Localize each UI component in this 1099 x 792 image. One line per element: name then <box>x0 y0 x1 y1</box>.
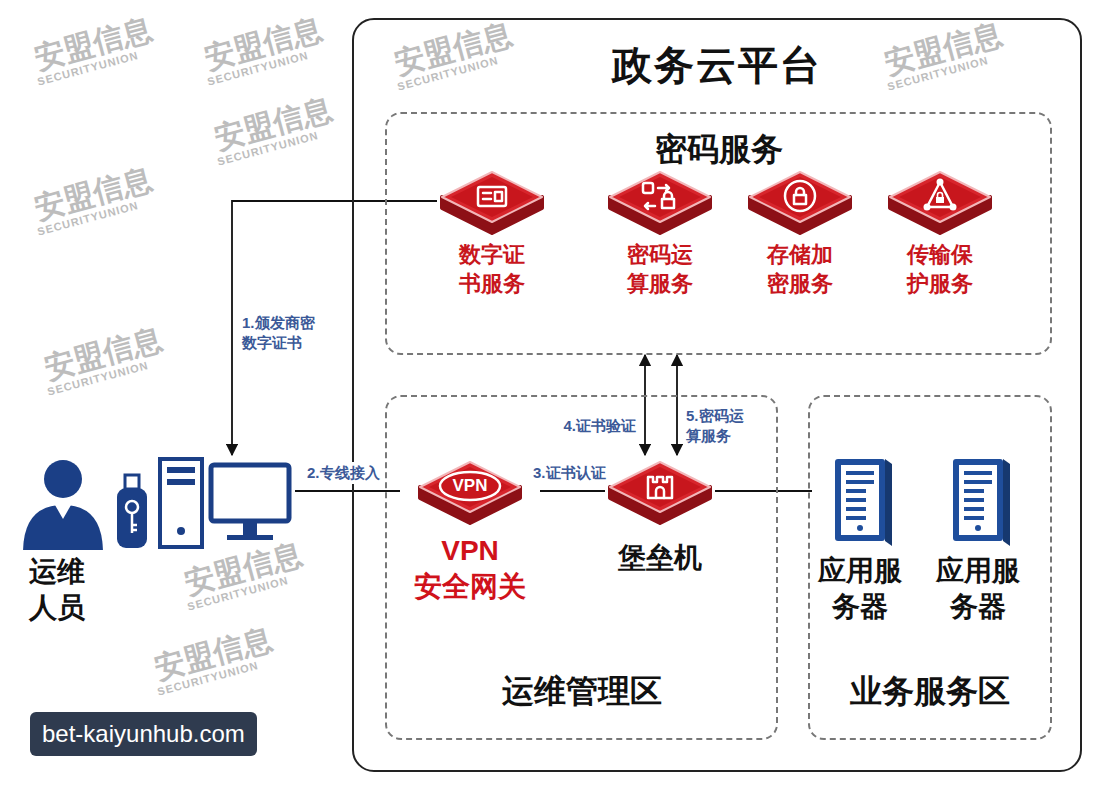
service-icon: 数字证 书服务 <box>437 165 547 298</box>
connector <box>540 490 605 492</box>
icon-graphic <box>437 165 547 237</box>
node-label: VPN 安全网关 <box>408 533 532 606</box>
connector <box>232 201 437 455</box>
service-icon: 密码运 算服务 <box>605 165 715 298</box>
icon-caption: VPN <box>400 475 540 497</box>
connector <box>644 355 646 455</box>
server-graphic <box>825 455 895 547</box>
operator-terminal-graphic <box>15 455 295 550</box>
icon-graphic <box>745 165 855 237</box>
zone-heading: 业务服务区 <box>850 670 1010 714</box>
zone-box: 运维管理区 VPN VPN 安全网关 堡垒机 <box>385 395 778 740</box>
zone-box: 业务服务区 应用服 务器应用服 务器 <box>808 395 1052 740</box>
app-server: 应用服 务器 <box>928 455 1028 626</box>
icon-graphic <box>605 455 715 527</box>
server-graphic <box>943 455 1013 547</box>
step-label: 4.证书验证 <box>556 415 638 437</box>
icon-graphic <box>885 165 995 237</box>
icon-graphic <box>605 165 715 237</box>
vpn-gateway: VPN VPN 安全网关 <box>400 455 540 606</box>
node-label: 应用服 务器 <box>933 553 1023 626</box>
step-label: 1.颁发商密 数字证书 <box>240 312 322 353</box>
service-icon: 传输保 护服务 <box>885 165 995 298</box>
step-label: 5.密码运 算服务 <box>684 405 758 446</box>
node-label: 应用服 务器 <box>815 553 905 626</box>
node-label: 传输保 护服务 <box>902 241 978 298</box>
platform-title: 政务云平台 <box>612 38 822 93</box>
node-label: 堡垒机 <box>605 539 715 577</box>
node-label: 存储加 密服务 <box>762 241 838 298</box>
bastion-host: 堡垒机 <box>605 455 715 577</box>
service-icon: 存储加 密服务 <box>745 165 855 298</box>
source-badge: bet-kaiyunhub.com <box>30 712 257 756</box>
zone-heading: 密码服务 <box>655 128 783 172</box>
operator: 运维 人员 <box>15 455 295 627</box>
step-label: 2.专线接入 <box>305 462 382 484</box>
zone-box: 密码服务数字证 书服务 密码运 算服务 存储加 密服务 传输保 护服务 <box>385 112 1052 355</box>
connector <box>676 355 678 455</box>
connector <box>715 490 812 492</box>
platform-frame: 政务云平台密码服务数字证 书服务 密码运 算服务 存储加 密服务 传输保 护服务运维管… <box>352 18 1082 772</box>
node-label: 数字证 书服务 <box>454 241 530 298</box>
zone-heading: 运维管理区 <box>502 670 662 714</box>
step-label: 3.证书认证 <box>531 462 608 484</box>
node-label: 密码运 算服务 <box>622 241 698 298</box>
node-label: 运维 人员 <box>29 554 91 627</box>
app-server: 应用服 务器 <box>812 455 908 626</box>
